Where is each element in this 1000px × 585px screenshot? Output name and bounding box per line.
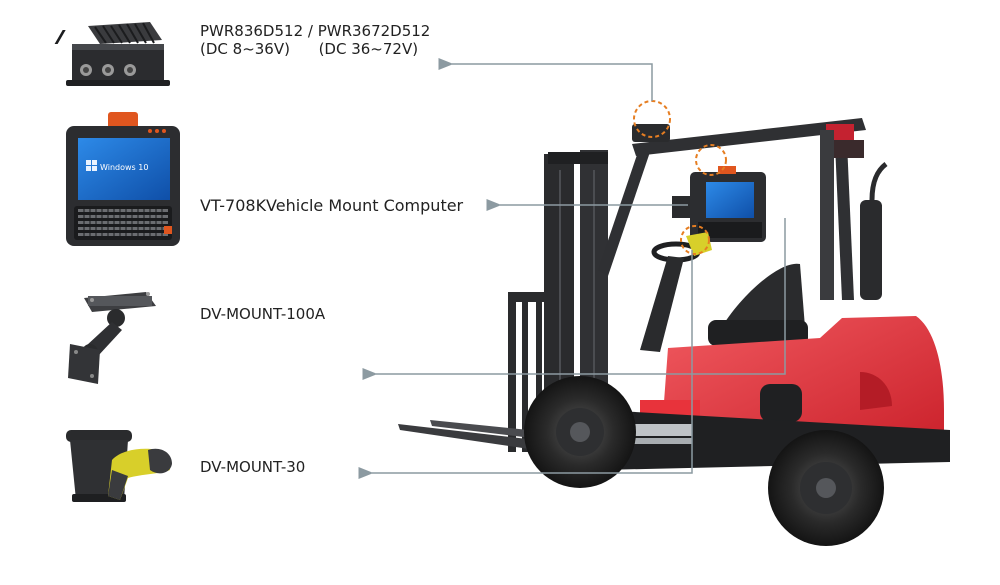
scanner-holder-label: DV-MOUNT-30 [200, 458, 306, 476]
vehicle-computer-label: VT-708KVehicle Mount Computer [200, 196, 464, 215]
forklift-image [398, 118, 950, 546]
screen-os-text: Windows 10 [100, 163, 148, 172]
power-supply-label: PWR836D512 / PWR3672D512 (DC 8~36V) (DC … [200, 22, 430, 58]
leader-line-power [438, 58, 653, 101]
callout-circle-mounts [680, 225, 710, 255]
leader-lines [358, 58, 786, 479]
callout-circle-computer [695, 144, 727, 176]
power-supply-models: PWR836D512 / PWR3672D512 [200, 22, 431, 40]
arm-mount-label: DV-MOUNT-100A [200, 305, 326, 323]
vehicle-computer-image: Windows 10 [66, 112, 180, 246]
power-supply-voltages: (DC 8~36V) (DC 36~72V) [200, 40, 419, 58]
leader-line-mount30 [358, 250, 693, 479]
power-supply-image [54, 22, 170, 86]
leader-line-mount100a [362, 218, 786, 380]
scanner-holder-image [66, 430, 172, 502]
arm-mount-image [68, 292, 156, 384]
